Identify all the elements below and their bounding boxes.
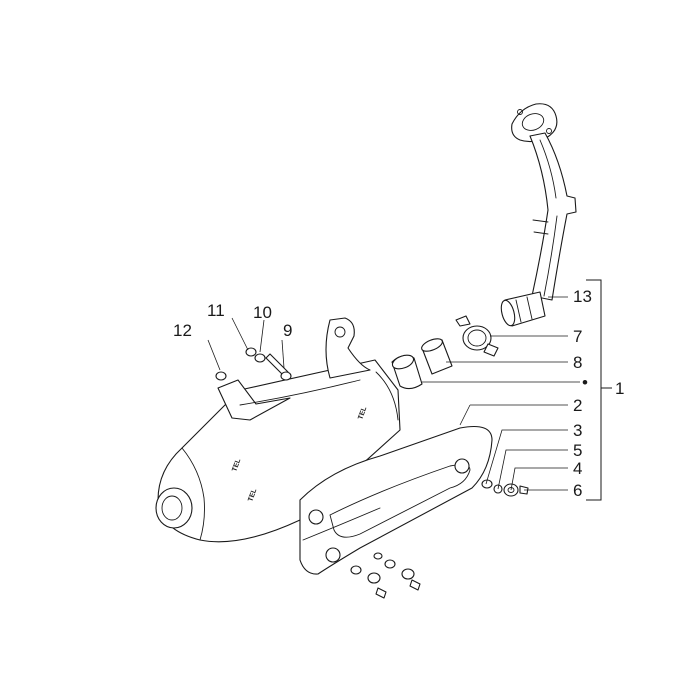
callout-7: 7: [573, 327, 582, 346]
callout-11: 11: [207, 301, 225, 320]
pipe-clamp: [455, 315, 499, 357]
callout-5: 5: [573, 441, 582, 460]
callout-13: 13: [573, 287, 592, 306]
kit-bracket: [586, 279, 612, 501]
header-pipe: [500, 103, 577, 327]
hardware-fittings: [215, 347, 529, 599]
callout-10: 10: [253, 303, 272, 322]
callout-3: 3: [573, 421, 582, 440]
heat-shield: [299, 425, 493, 575]
tel-mark-2: TEL: [247, 487, 258, 502]
callout-4: 4: [573, 459, 582, 478]
callout-12: 12: [173, 321, 192, 340]
leader-lines: [207, 296, 580, 491]
kit-marker-dot: •: [582, 373, 588, 392]
callout-numbers: 1 2 3 4 5 6 7 8 9 10 11 12 13 •: [173, 287, 624, 500]
tel-mark-3: TEL: [357, 405, 368, 420]
callout-6: 6: [573, 481, 582, 500]
tel-mark-1: TEL: [231, 457, 242, 472]
gasket-sleeve: [421, 338, 453, 375]
callout-8: 8: [573, 353, 582, 372]
callout-9: 9: [283, 321, 292, 340]
muffler-body: [155, 317, 423, 543]
callout-1: 1: [615, 379, 624, 398]
callout-2: 2: [573, 396, 582, 415]
tel-marks: TEL TEL TEL: [231, 405, 368, 502]
